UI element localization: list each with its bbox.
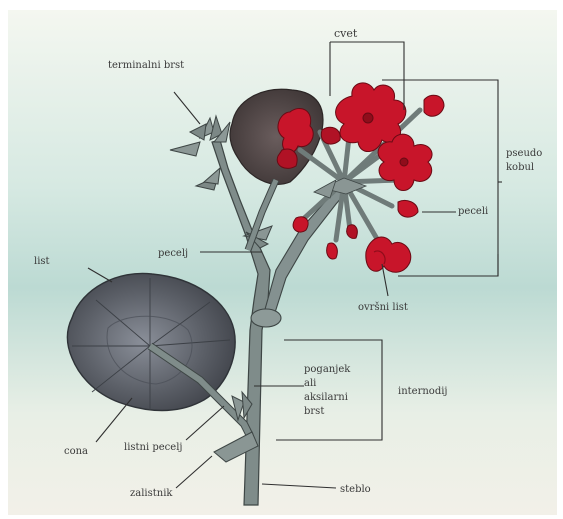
label-zone: cona — [64, 446, 88, 457]
label-flower-stalk: peceli — [458, 206, 488, 217]
label-internode: internodij — [398, 386, 448, 397]
stem-node — [251, 309, 281, 327]
label-flower: cvet — [334, 28, 357, 39]
label-node: zalistnik — [130, 488, 172, 499]
label-leaf: list — [34, 256, 50, 267]
label-shoot-4: brst — [304, 406, 324, 417]
label-shoot-3: aksilarni — [304, 392, 348, 403]
label-leaf-stalk: listni pecelj — [124, 442, 183, 453]
label-shoot-1: poganjek — [304, 364, 350, 375]
label-pseudo-umbel-2: kobul — [506, 162, 534, 173]
label-shoot-2: ali — [304, 378, 316, 389]
label-bract: ovršni list — [358, 302, 408, 313]
label-stalk: pecelj — [158, 248, 188, 259]
label-pseudo-umbel-1: pseudo — [506, 148, 542, 159]
label-stem: steblo — [340, 484, 371, 495]
label-terminal-bud: terminalni brst — [108, 60, 184, 71]
